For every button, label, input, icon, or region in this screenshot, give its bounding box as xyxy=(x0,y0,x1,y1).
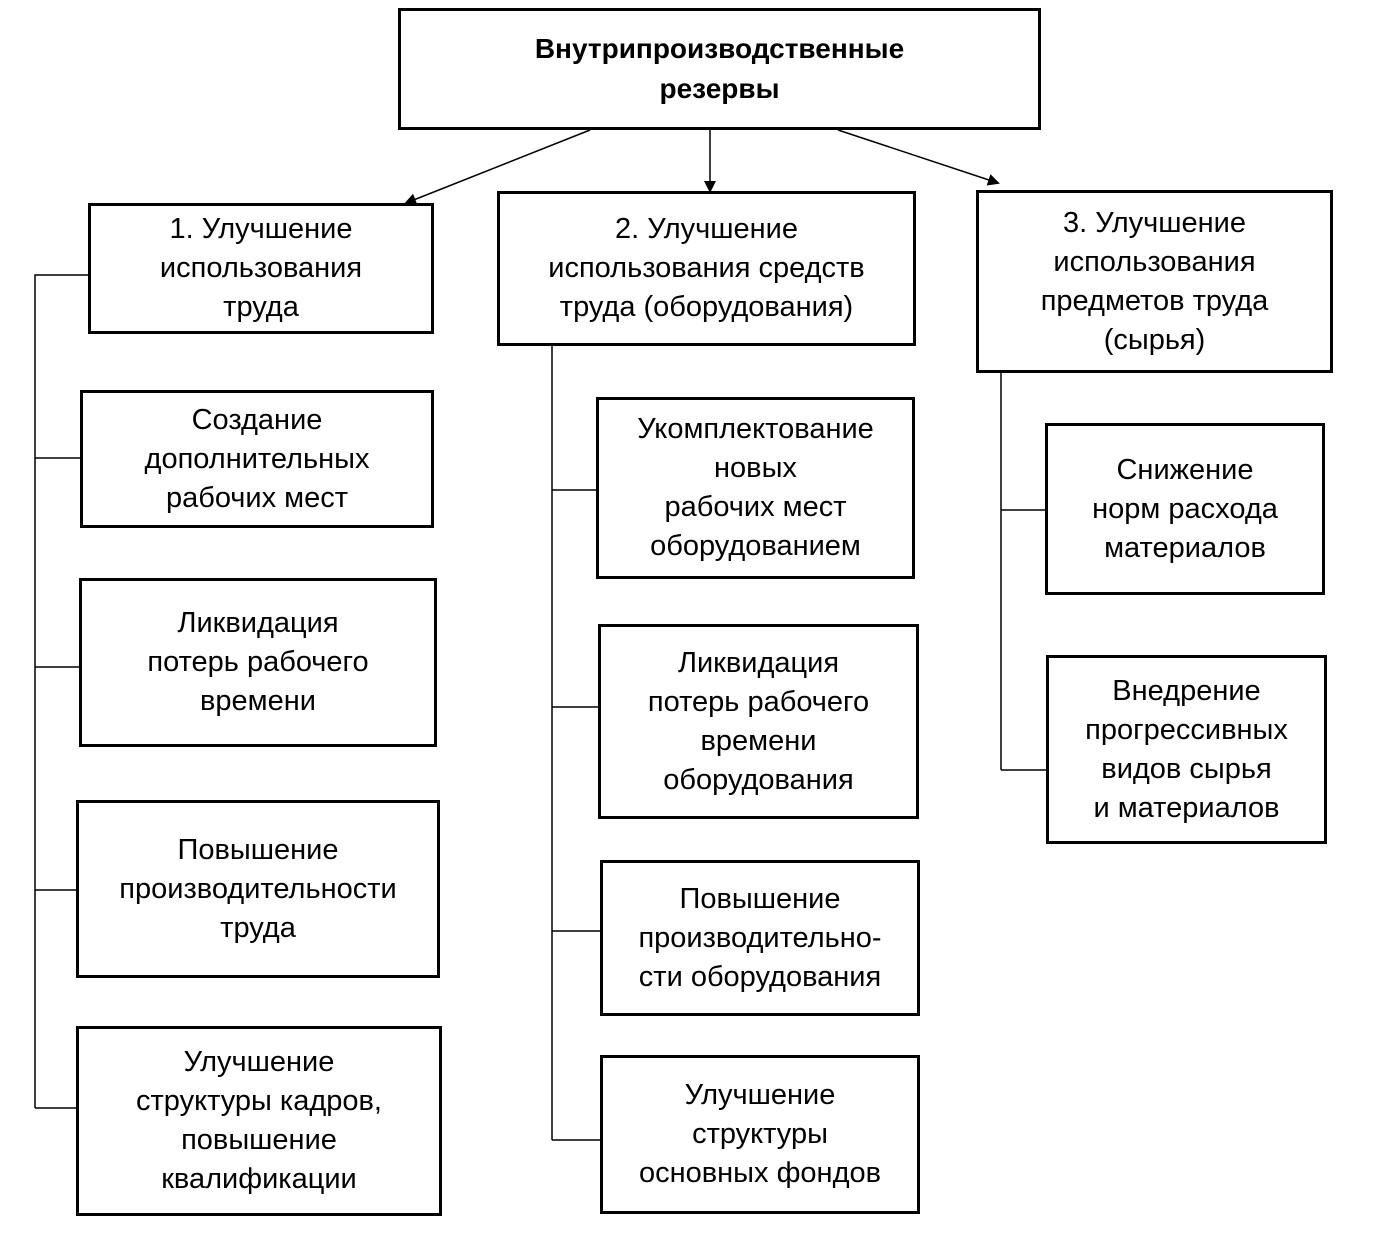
branch-1-item-4: Улучшение структуры кадров, повышение кв… xyxy=(76,1026,442,1216)
branch-2-item-2: Ликвидация потерь рабочего времени обору… xyxy=(598,624,919,819)
branch-1-title-box: 1. Улучшение использования труда xyxy=(88,203,434,334)
branch-1-item-3: Повышение производительности труда xyxy=(76,800,440,978)
branch-1-spine xyxy=(34,274,88,1108)
branch-3-item-1: Снижение норм расхода материалов xyxy=(1045,423,1325,595)
branch-1-item-1: Создание дополнительных рабочих мест xyxy=(80,390,434,528)
arrow-root-to-branch-3 xyxy=(837,129,1000,186)
branch-1-item-2: Ликвидация потерь рабочего времени xyxy=(79,578,437,747)
root-box: Внутрипроизводственные резервы xyxy=(398,8,1041,130)
branch-2-item-1: Укомплектование новых рабочих мест обору… xyxy=(596,397,915,579)
branch-2-title-box: 2. Улучшение использования средств труда… xyxy=(497,191,916,346)
arrow-root-to-branch-1 xyxy=(404,129,591,205)
branch-2-item-3: Повышение производительно- сти оборудова… xyxy=(600,860,920,1016)
branch-3-item-2: Внедрение прогрессивных видов сырья и ма… xyxy=(1046,655,1327,844)
branch-2-item-4: Улучшение структуры основных фондов xyxy=(600,1055,920,1214)
branch-3-title-box: 3. Улучшение использования предметов тру… xyxy=(976,190,1333,373)
